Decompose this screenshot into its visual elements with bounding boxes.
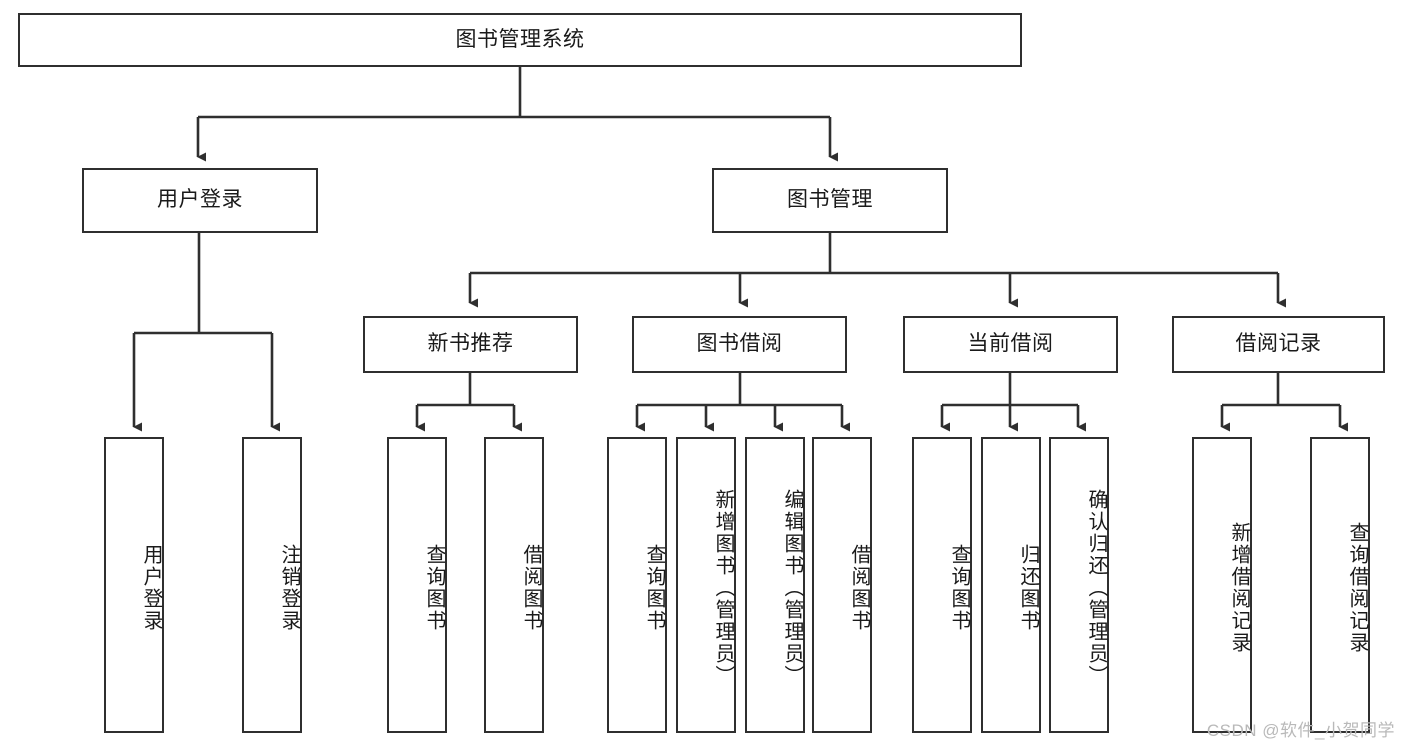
node-label: 查询图书 (948, 544, 970, 632)
node-label: 当前借阅 (967, 332, 1054, 356)
node-user-login[interactable]: 用户登录 (82, 168, 318, 233)
node-label: 借阅图书 (848, 544, 870, 632)
node-label: 查询借阅记录 (1346, 522, 1368, 654)
node-label: 图书借阅 (696, 332, 783, 356)
leaf-recommend-borrow-book[interactable]: 借阅图书 (484, 437, 544, 733)
node-label: 归还图书 (1017, 544, 1039, 632)
node-borrow-record[interactable]: 借阅记录 (1172, 316, 1385, 373)
leaf-current-return-book[interactable]: 归还图书 (981, 437, 1041, 733)
node-current-borrow[interactable]: 当前借阅 (903, 316, 1118, 373)
node-label: 用户登录 (157, 188, 243, 212)
node-label: 新增图书（管理员） (712, 489, 734, 687)
node-label: 借阅记录 (1235, 332, 1322, 356)
watermark-text: CSDN @软件_小贺同学 (1206, 721, 1395, 740)
node-label: 确认归还（管理员） (1085, 489, 1107, 687)
leaf-user-login-logout[interactable]: 注销登录 (242, 437, 302, 733)
leaf-borrow-query-book[interactable]: 查询图书 (607, 437, 667, 733)
node-label: 用户登录 (140, 544, 162, 632)
node-label: 借阅图书 (520, 544, 542, 632)
node-label: 编辑图书（管理员） (781, 489, 803, 687)
node-root-system[interactable]: 图书管理系统 (18, 13, 1022, 67)
leaf-record-add-record[interactable]: 新增借阅记录 (1192, 437, 1252, 733)
node-label: 新增借阅记录 (1228, 522, 1250, 654)
node-label: 查询图书 (423, 544, 445, 632)
node-label: 图书管理系统 (455, 27, 585, 51)
leaf-borrow-borrow-book[interactable]: 借阅图书 (812, 437, 872, 733)
node-label: 新书推荐 (427, 332, 514, 356)
leaf-recommend-query-book[interactable]: 查询图书 (387, 437, 447, 733)
node-book-borrow[interactable]: 图书借阅 (632, 316, 847, 373)
leaf-current-confirm-return[interactable]: 确认归还（管理员） (1049, 437, 1109, 733)
leaf-user-login-login[interactable]: 用户登录 (104, 437, 164, 733)
leaf-record-query-record[interactable]: 查询借阅记录 (1310, 437, 1370, 733)
leaf-current-query-book[interactable]: 查询图书 (912, 437, 972, 733)
node-label: 注销登录 (278, 544, 300, 632)
node-new-book-recommend[interactable]: 新书推荐 (363, 316, 578, 373)
leaf-borrow-edit-book[interactable]: 编辑图书（管理员） (745, 437, 805, 733)
node-book-management[interactable]: 图书管理 (712, 168, 948, 233)
node-label: 图书管理 (787, 188, 873, 212)
node-label: 查询图书 (643, 544, 665, 632)
leaf-borrow-add-book[interactable]: 新增图书（管理员） (676, 437, 736, 733)
